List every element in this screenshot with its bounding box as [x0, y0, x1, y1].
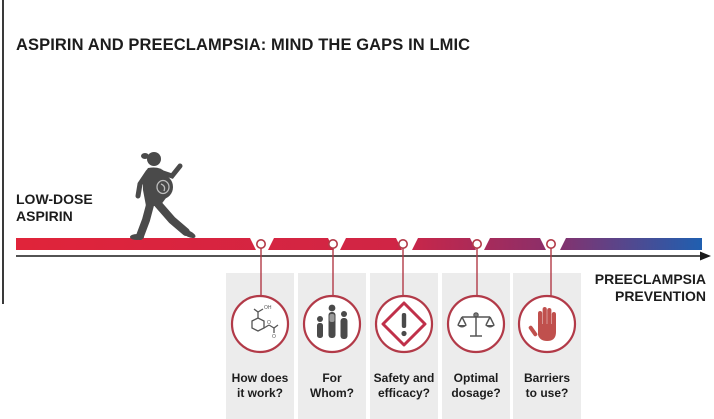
walking-pregnant-woman-icon: [130, 152, 196, 240]
start-label-line-1: LOW-DOSE: [16, 191, 93, 207]
balance-scale-icon: [446, 294, 506, 354]
start-label-line-2: ASPIRIN: [16, 208, 73, 224]
gap-label: Optimal dosage?: [451, 371, 501, 400]
gap-markers: [255, 239, 556, 250]
gap-card-population: For Whom?: [298, 273, 366, 419]
end-label: PREECLAMPSIA PREVENTION: [595, 271, 706, 305]
end-label-line-2: PREVENTION: [614, 288, 706, 304]
gap-card-barriers: Barriers to use?: [513, 273, 581, 419]
svg-text:O: O: [267, 320, 271, 326]
gap-label: Barriers to use?: [523, 371, 571, 400]
people-group-icon: [302, 294, 362, 354]
gap-label: How does it work?: [231, 371, 289, 400]
page-title: ASPIRIN AND PREECLAMPSIA: MIND THE GAPS …: [16, 36, 471, 54]
timeline-arrowhead: [700, 251, 711, 261]
gap-label: For Whom?: [310, 371, 354, 400]
aspirin-molecule-icon: OH O O: [230, 294, 290, 354]
gap-card-safety: Safety and efficacy?: [370, 273, 438, 419]
timeline-bar: [16, 238, 702, 250]
left-divider: [2, 0, 4, 304]
svg-text:OH: OH: [264, 305, 272, 311]
svg-text:O: O: [272, 334, 276, 340]
gap-card-mechanism: OH O O How does it work?: [226, 273, 294, 419]
gap-card-dosage: Optimal dosage?: [442, 273, 510, 419]
warning-diamond-icon: [374, 294, 434, 354]
gap-label: Safety and efficacy?: [373, 371, 435, 400]
start-label: LOW-DOSE ASPIRIN: [16, 191, 93, 225]
stop-hand-icon: [517, 294, 577, 354]
end-label-line-1: PREECLAMPSIA: [594, 271, 706, 287]
